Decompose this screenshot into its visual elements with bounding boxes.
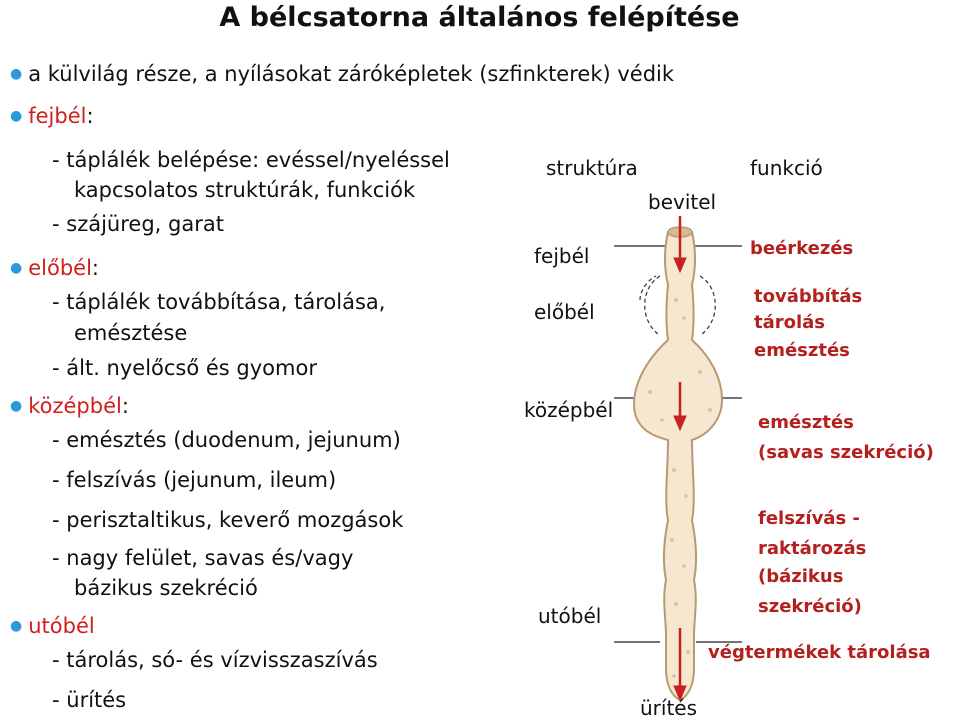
- structure-label-fejbel: fejbél: [534, 244, 589, 268]
- column-header-struktura: struktúra: [546, 156, 638, 180]
- function-emesztes-2: emésztés: [758, 412, 854, 434]
- label-bevitel: bevitel: [648, 190, 716, 214]
- structure-label-utobel: utóbél: [538, 604, 601, 628]
- function-tarolas: tárolás: [754, 312, 825, 334]
- sphincter-dashed-right: [700, 276, 715, 334]
- structure-label-kozepbel: középbél: [524, 398, 613, 422]
- column-header-funkcio: funkció: [750, 156, 823, 180]
- function-bazikus: (bázikus: [758, 566, 843, 588]
- function-vegtermekek: végtermékek tárolása: [708, 642, 931, 664]
- function-beerkezes: beérkezés: [750, 238, 853, 260]
- label-urites: ürítés: [640, 696, 697, 720]
- function-felszivas: felszívás -: [758, 508, 860, 530]
- sphincter-dashed-left: [645, 276, 660, 334]
- function-savas-szekrecio: (savas szekréció): [758, 442, 934, 464]
- structure-label-elobel: előbél: [534, 300, 595, 324]
- function-raktarozas: raktározás: [758, 538, 866, 560]
- function-szekrecio: szekréció): [758, 596, 862, 618]
- function-emesztes: emésztés: [754, 340, 850, 362]
- function-tovabbitas: továbbítás: [754, 286, 862, 308]
- tract-body: [634, 232, 722, 700]
- sphincter-dashed-upper-left: [640, 276, 656, 300]
